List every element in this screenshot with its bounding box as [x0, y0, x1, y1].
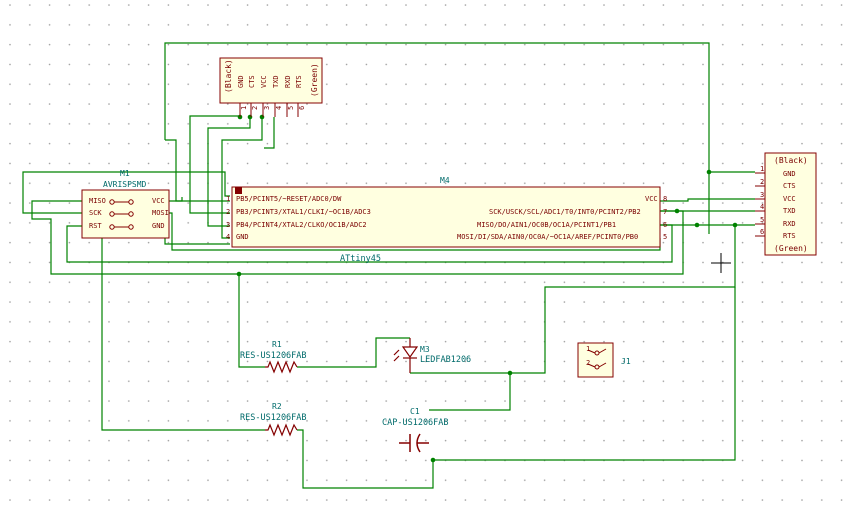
ftdi-top-pin-label: VCC	[260, 75, 268, 88]
ftdi-right-pin-label: RXD	[783, 220, 796, 228]
ftdi-connector-right[interactable]: (Black) GND CTS VCC TXD RXD RTS (Green) …	[755, 152, 817, 256]
isp-pin-label: VCC	[152, 197, 165, 205]
ftdi-top-pin-number: 2	[251, 106, 259, 110]
ftdi-top-pin-label: (Black)	[224, 59, 233, 93]
ftdi-top-pin-number: 5	[287, 106, 295, 110]
mcu-right-pin-label: MISO/DO/AIN1/OC0B/OC1A/PCINT1/PB1	[477, 221, 616, 229]
isp-value: AVRISPSMD	[103, 180, 147, 189]
mcu-left-pin-label: PB5/PCINT5/~RESET/ADC0/DW	[236, 195, 342, 203]
resistor-r1[interactable]: R1 RES-US1206FAB	[240, 340, 307, 374]
ftdi-top-pin-number: 3	[263, 106, 271, 110]
ftdi-right-pin-label: (Black)	[774, 156, 808, 165]
ftdi-top-pin-label: (Green)	[310, 63, 319, 97]
ftdi-right-pin-label: (Green)	[774, 244, 808, 253]
ftdi-top-pin-label: RTS	[295, 75, 303, 88]
ftdi-connector-top[interactable]: (Black) GND CTS VCC TXD RXD RTS (Green) …	[219, 57, 323, 117]
isp-pin-label: RST	[89, 222, 102, 230]
mcu-right-pin-number: 5	[663, 233, 667, 241]
ftdi-top-pin-label: GND	[237, 75, 245, 88]
ftdi-right-pin-number: 1	[760, 165, 764, 173]
isp-ref: M1	[120, 169, 130, 178]
r1-value: RES-US1206FAB	[240, 351, 307, 361]
mcu-value: ATtiny45	[340, 254, 381, 264]
ftdi-top-pin-number: 6	[298, 106, 306, 110]
mcu-right-pin-label: VCC	[645, 195, 658, 203]
ftdi-right-pin-label: GND	[783, 170, 796, 178]
mcu-attiny45[interactable]: M4 1 2 3 4 PB5/PCINT5/~RESET/ADC0/DW PB3…	[226, 176, 667, 264]
led-ref: M3	[420, 345, 430, 354]
ftdi-right-pin-label: CTS	[783, 182, 796, 190]
cap-ref: C1	[410, 407, 420, 416]
r2-ref: R2	[272, 402, 282, 411]
svg-text:1: 1	[586, 345, 590, 353]
r2-value: RES-US1206FAB	[240, 413, 307, 423]
ftdi-top-pin-label: CTS	[248, 75, 256, 88]
mcu-right-pin-number: 8	[663, 195, 667, 203]
mcu-right-pin-number: 6	[663, 221, 667, 229]
mcu-left-pin-number: 2	[226, 208, 230, 216]
ftdi-right-pin-number: 5	[760, 216, 764, 224]
pin1-marker	[235, 187, 242, 194]
mcu-left-pin-number: 1	[226, 195, 230, 203]
ftdi-top-pin-number: 1	[240, 106, 248, 110]
mcu-ref: M4	[440, 176, 450, 185]
mcu-right-pin-label: MOSI/DI/SDA/AIN0/OC0A/~OC1A/AREF/PCINT0/…	[457, 233, 638, 241]
ftdi-right-pin-label: TXD	[783, 207, 796, 215]
mcu-left-pin-label: GND	[236, 233, 249, 241]
isp-header[interactable]: M1 AVRISPSMD MISO SCK RST VCC MOSI GND	[81, 169, 170, 239]
svg-text:2: 2	[586, 359, 590, 367]
isp-pin-label: MISO	[89, 197, 106, 205]
isp-pin-label: SCK	[89, 209, 102, 217]
mcu-right-pin-label: SCK/USCK/SCL/ADC1/T0/INT0/PCINT2/PB2	[489, 208, 641, 216]
ftdi-top-pin-label: TXD	[272, 75, 280, 88]
ftdi-right-pin-label: VCC	[783, 195, 796, 203]
ftdi-right-pin-number: 3	[760, 191, 764, 199]
mcu-left-pin-label: PB4/PCINT4/XTAL2/CLKO/OC1B/ADC2	[236, 221, 367, 229]
mcu-left-pin-number: 4	[226, 233, 230, 241]
isp-pin-label: GND	[152, 222, 165, 230]
ftdi-right-pin-label: RTS	[783, 232, 796, 240]
r1-ref: R1	[272, 340, 282, 349]
resistor-r2[interactable]: R2 RES-US1206FAB	[240, 402, 307, 437]
j1-ref: J1	[621, 357, 631, 366]
cap-value: CAP-US1206FAB	[382, 418, 449, 428]
jumper-j1[interactable]: 1 2 J1	[577, 342, 631, 378]
ftdi-right-pin-number: 6	[760, 228, 764, 236]
capacitor-c1[interactable]: C1 CAP-US1206FAB	[382, 407, 449, 453]
no-connect-cross	[711, 253, 731, 273]
ftdi-right-pin-number: 2	[760, 178, 764, 186]
ftdi-top-pin-number: 4	[275, 106, 283, 110]
isp-pin-label: MOSI	[152, 209, 169, 217]
mcu-left-pin-label: PB3/PCINT3/XTAL1/CLKI/~OC1B/ADC3	[236, 208, 371, 216]
led-value: LEDFAB1206	[420, 355, 471, 365]
mcu-right-pin-number: 7	[663, 208, 667, 216]
ftdi-right-pin-number: 4	[760, 203, 764, 211]
ftdi-top-pin-label: RXD	[284, 75, 292, 88]
mcu-left-pin-number: 3	[226, 221, 230, 229]
led-m3[interactable]: M3 LEDFAB1206	[393, 338, 471, 373]
